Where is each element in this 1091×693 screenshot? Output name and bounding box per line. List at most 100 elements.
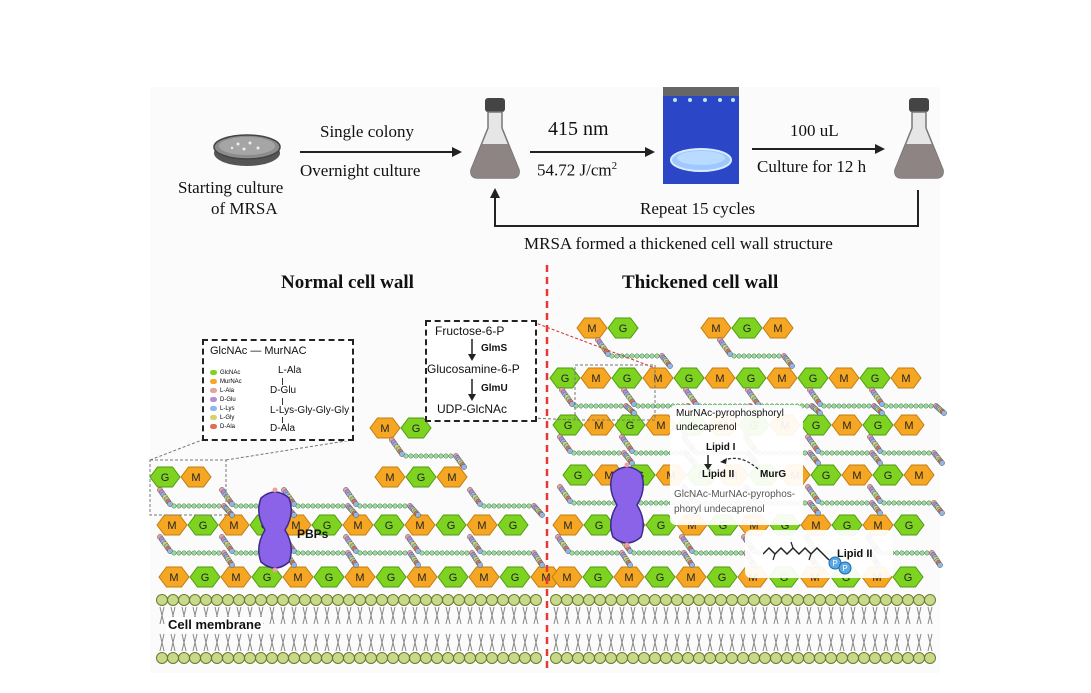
crossbridge-bead [819,500,825,506]
pbp-marker [624,542,630,548]
crossbridge-bead [579,550,585,556]
lipid-tail [269,633,275,652]
lipid-tail [379,606,385,625]
crossbridge-bead [171,503,177,509]
crossbridge-bead [751,353,757,359]
phospholipid-head [836,594,848,606]
peptide-bead [353,562,359,568]
crossbridge-bead [921,450,927,456]
pbp-marker [272,487,278,493]
lipid-tail [456,606,462,625]
crossbridge-bead [893,403,899,409]
crossbridge-bead [516,503,522,509]
crossbridge-bead [206,550,212,556]
volume-label: 100 uL [790,121,839,140]
crossbridge-bead [196,503,202,509]
lipid-tail [564,633,570,652]
lipid-tail [762,633,768,652]
crossbridge-bead [599,550,605,556]
lipid-tail [335,633,341,652]
crossbridge-bead [614,353,620,359]
crossbridge-bead [486,503,492,509]
crossbridge-bead [574,550,580,556]
legend-item: D-Glu [210,396,236,404]
crossbridge-bead [881,450,887,456]
lipid-tail [159,633,165,652]
murnac-unit [374,466,406,488]
lipid-top-text: MurNAc-pyrophosphoryl [676,408,784,419]
phospholipid-head [178,652,190,664]
unit-letter: M [477,520,486,532]
crossbridge-bead [846,403,852,409]
crossbridge-bead [693,550,699,556]
crossbridge-bead [571,500,577,506]
crossbridge-bead [496,503,502,509]
glcnac-unit [735,367,767,389]
lipid-tail [729,633,735,652]
crossbridge-bead [643,450,649,456]
crossbridge-bead [849,500,855,506]
crossbridge-bead [901,500,907,506]
unit-letter: G [809,373,818,385]
phospholipid-head [616,594,628,606]
lipid-tail [685,633,691,652]
phospholipid-head [770,652,782,664]
crossbridge-bead [766,353,772,359]
lipid-tail [368,606,374,625]
crossbridge-bead [581,450,587,456]
phospholipid-head [715,652,727,664]
phospholipid-head [200,594,212,606]
lipid-tail [718,606,724,625]
crossbridge-bead [211,503,217,509]
phospholipid-head [508,652,520,664]
crossbridge-bead [295,503,301,509]
lipid-ii-chain: P P [763,541,852,575]
crossbridge-bead [603,403,609,409]
lipid-tail [181,633,187,652]
lipid-1-label: Lipid I [706,442,736,453]
phospholipid-head [638,652,650,664]
lipid-tail [586,633,592,652]
peptide-bead [689,562,695,568]
phospholipid-head [486,652,498,664]
crossbridge-bead [911,500,917,506]
crossbridge-bead [624,353,630,359]
crossbridge-bead [424,550,430,556]
crossbridge-bead [636,550,642,556]
crossbridge-bead [604,550,610,556]
phospholipid-head [200,652,212,664]
crossbridge-bead [300,550,306,556]
crossbridge-bead [392,550,398,556]
phospholipid-head [913,652,925,664]
murnac-unit [220,566,252,588]
murnac-unit [344,566,376,588]
crossbridge-bead [459,550,465,556]
phospholipid-head [770,594,782,606]
lipid-tail [225,633,231,652]
lipid-tail [696,633,702,652]
unit-letter: M [169,572,178,584]
phospholipid-head [343,594,355,606]
lipid-tail [533,606,539,625]
unit-letter: M [748,572,757,584]
thickened-title: Thickened cell wall [622,272,779,293]
peptide-bead [461,464,467,470]
crossbridge-bead [924,550,930,556]
phospholipid-head [825,594,837,606]
lipid-tail [905,606,911,625]
peptide-bead [815,460,821,466]
crossbridge-bead [733,550,739,556]
crossbridge-bead [861,403,867,409]
glcnac-unit [611,367,643,389]
legend-label: GlcNAc [220,370,241,376]
crossbridge-bead [618,403,624,409]
phospholipid-head [343,652,355,664]
crossbridge-bead [665,403,671,409]
crossbridge-bead [191,503,197,509]
crossbridge-bead [851,403,857,409]
crossbridge-bead [449,550,455,556]
lipid-tail [652,606,658,625]
phospholipid-head [475,652,487,664]
phospholipid-head [616,652,628,664]
unit-letter: M [479,572,488,584]
